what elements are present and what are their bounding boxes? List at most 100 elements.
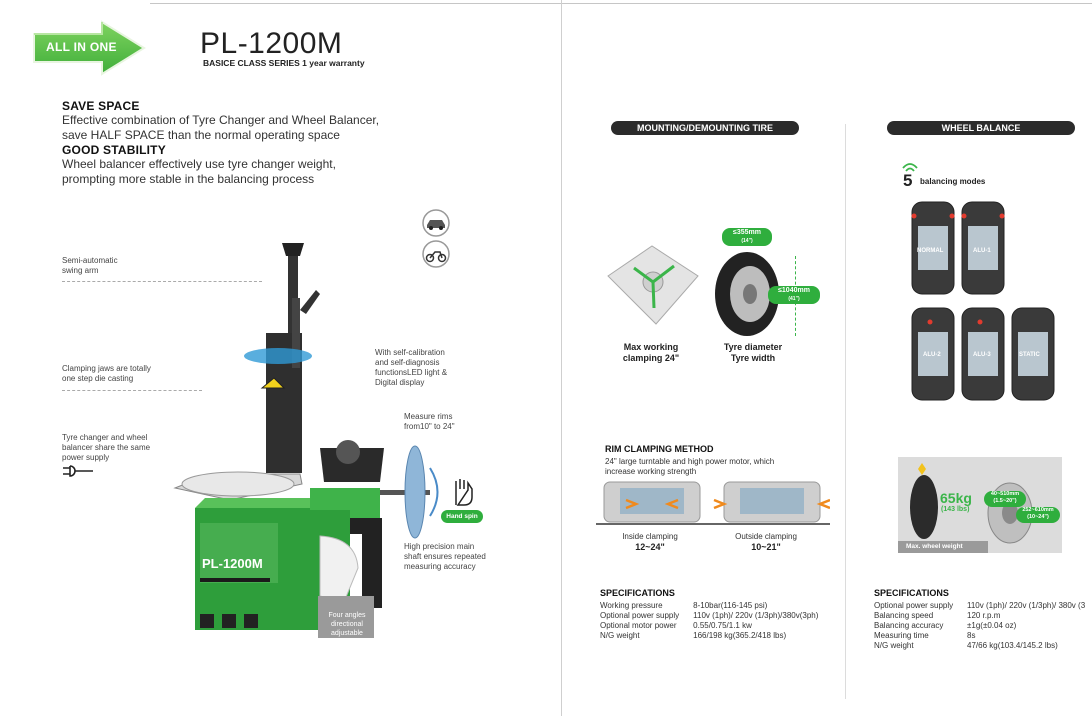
tyre-width-tag: ≤355mm (14") [722, 228, 772, 246]
callout-main-shaft: High precision main shaft ensures repeat… [404, 542, 486, 572]
spec-row: Balancing speed 120 r.p.m [874, 611, 1092, 621]
outside-clamping-label: Outside clamping [735, 532, 797, 541]
feature-line: Effective combination of Tyre Changer an… [62, 113, 380, 127]
spec-value: 8s [967, 631, 976, 640]
tag-sub: (41") [788, 296, 800, 302]
rim-width-tag: 40~510mm (1.5~20") [984, 491, 1026, 507]
tag-sub: (10~24") [1027, 514, 1049, 520]
hand-spin-tag: Hand spin [441, 510, 483, 523]
callout-power-supply: Tyre changer and wheel balancer share th… [62, 433, 150, 463]
inside-clamping-label: Inside clamping [622, 532, 678, 541]
max-weight-lbs: (143 lbs) [941, 506, 970, 513]
spec-value: ±1g(±0.04 oz) [967, 621, 1017, 630]
spec-label: Balancing accuracy [874, 621, 944, 630]
feature-block: SAVE SPACE Effective combination of Tyre… [62, 99, 462, 187]
callout-line: Semi-automatic [62, 256, 118, 265]
wheel-balancer-specs-title: SPECIFICATIONS [874, 588, 949, 598]
modes-count: 5 [903, 171, 913, 190]
page-spine [561, 0, 562, 716]
callout-line: functionsLED light & [375, 368, 448, 377]
spec-row: Measuring time 8s [874, 631, 1092, 641]
mode-alu-2: ALU-2 [923, 352, 941, 358]
callout-line: With self-calibration [375, 348, 445, 357]
feature-heading-space: SAVE SPACE [62, 99, 140, 113]
callout-line: High precision main [404, 542, 475, 551]
caption-line: Tyre width [730, 353, 776, 363]
spec-value: 120 r.p.m [967, 611, 1001, 620]
feature-line: save HALF SPACE than the normal operatin… [62, 128, 340, 142]
callout-line: Four angles [328, 612, 366, 619]
spec-value: 110v (1ph)/ 220v (1/3ph)/380v(3ph) [693, 611, 819, 620]
inside-clamping-range: 12~24" [635, 542, 665, 552]
series-subtitle: BASICE CLASS SERIES 1 year warranty [203, 58, 365, 68]
spec-value: 47/66 kg(103.4/145.2 lbs) [967, 641, 1058, 650]
plug-icon [63, 465, 93, 477]
spec-label: N/G weight [874, 641, 914, 650]
caption-line: clamping 24" [622, 353, 680, 363]
spec-row: Optional motor power 0.55/0.75/1.1 kw [600, 621, 832, 631]
machine-brand-label: PL-1200M [202, 556, 263, 571]
tag-sub: (1.5~20") [993, 498, 1017, 504]
modes-label: balancing modes [920, 177, 986, 186]
hand-icon [455, 479, 473, 506]
mode-static: STATIC [1019, 352, 1040, 358]
max-wheel-weight-panel [898, 457, 1062, 553]
caption-max-clamping: Max working clamping 24" [610, 342, 692, 364]
tag-value: ≤355mm [733, 229, 761, 236]
spec-label: Working pressure [600, 601, 663, 610]
feature-line: Wheel balancer effectively use tyre chan… [62, 157, 336, 171]
max-wheel-weight-label: Max. wheel weight [906, 543, 963, 550]
balancing-modes-illustration [911, 201, 1055, 401]
model-title: PL-1200M [200, 27, 343, 60]
tag-value: 252~610mm [1022, 507, 1054, 513]
rim-clamping-title: RIM CLAMPING METHOD [605, 444, 714, 454]
tag-value: 40~510mm [990, 491, 1020, 497]
callout-line: Tyre changer and wheel [62, 433, 148, 442]
spec-value: 166/198 kg(365.2/418 lbs) [693, 631, 787, 640]
callout-line: swing arm [62, 266, 99, 275]
callout-clamping-jaws: Clamping jaws are totally one step die c… [62, 364, 151, 384]
callout-line: and self-diagnosis [375, 358, 440, 367]
description-line: 24" large turntable and high power motor… [605, 457, 775, 466]
inside-clamping: Inside clamping 12~24" [612, 532, 688, 553]
callout-calibration: With self-calibration and self-diagnosis… [375, 348, 447, 388]
badge-label: ALL IN ONE [46, 40, 117, 54]
spec-row: N/G weight 47/66 kg(103.4/145.2 lbs) [874, 641, 1092, 651]
mode-normal: NORMAL [917, 248, 944, 254]
wheel-balance-section-title: WHEEL BALANCE [887, 121, 1075, 135]
caption-line: Tyre diameter [723, 342, 783, 352]
spec-value: 0.55/0.75/1.1 kw [693, 621, 752, 630]
callout-line: one step die casting [62, 374, 134, 383]
spec-label: Optional power supply [874, 601, 954, 610]
all-in-one-arrow-badge [33, 20, 146, 76]
spec-row: Balancing accuracy ±1g(±0.04 oz) [874, 621, 1092, 631]
callout-line: directional [331, 621, 363, 628]
callout-swing-arm: Semi-automatic swing arm [62, 256, 118, 276]
turntable-clamp-illustration [607, 245, 699, 325]
max-weight-value: 65kg [940, 490, 972, 506]
rim-clamping-illustration [596, 481, 830, 525]
signal-icon [902, 163, 918, 172]
spec-label: Optional power supply [600, 611, 680, 620]
rim-diameter-tag: 252~610mm (10~24") [1016, 507, 1060, 523]
rim-clamping-description: 24" large turntable and high power motor… [605, 457, 774, 477]
tyre-illustration [715, 252, 779, 336]
spec-label: Measuring time [874, 631, 929, 640]
callout-line: Digital display [375, 378, 425, 387]
callout-measure-rims: Measure rims from10" to 24" [404, 412, 455, 432]
car-icon [422, 209, 450, 237]
callout-line: adjustable [331, 630, 363, 637]
spec-label: Optional motor power [600, 621, 677, 630]
tag-sub: (14") [741, 238, 753, 244]
motorcycle-icon [422, 240, 450, 268]
mode-alu-1: ALU-1 [973, 248, 991, 254]
tyre-changer-specs-title: SPECIFICATIONS [600, 588, 675, 598]
leader-line [62, 390, 202, 391]
column-divider [845, 124, 846, 699]
spec-label: Balancing speed [874, 611, 934, 620]
